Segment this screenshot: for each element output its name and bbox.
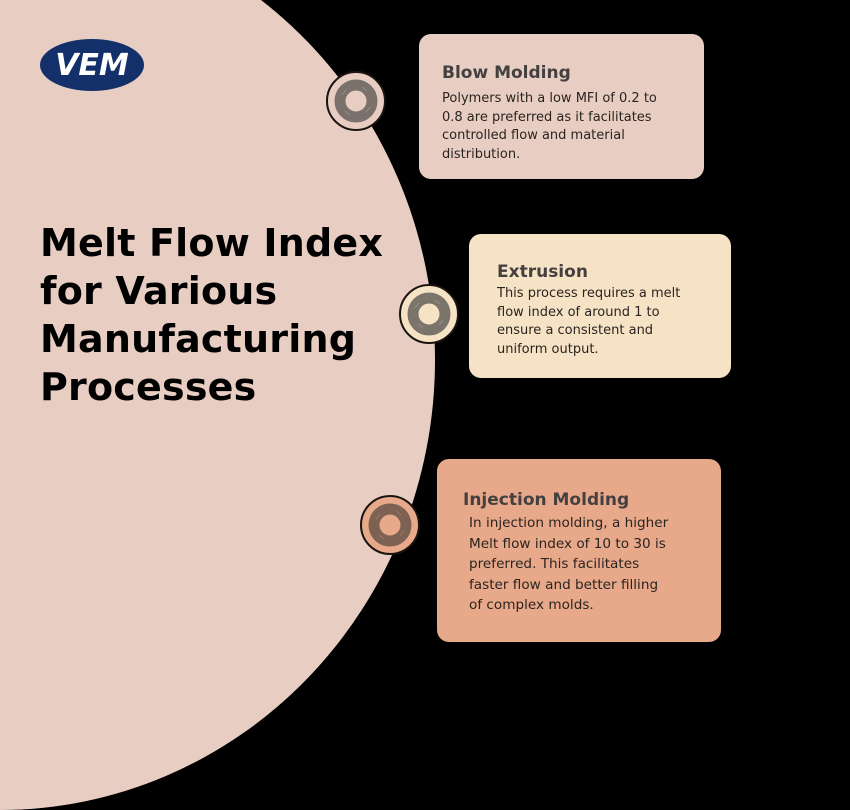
extrusion-node — [399, 284, 459, 344]
title-line: for Various — [40, 269, 278, 313]
cycle-arrows-icon — [368, 503, 412, 547]
blow-molding-node — [326, 71, 386, 131]
card-text: Polymers with a low MFI of 0.2 to 0.8 ar… — [442, 91, 657, 162]
card-text: This process requires a melt flow index … — [497, 286, 681, 357]
vem-logo: VEM — [40, 39, 144, 91]
card-heading: Extrusion — [497, 262, 588, 282]
title-line: Melt Flow Index — [40, 221, 384, 265]
card-text: In injection molding, a higher Melt flow… — [469, 515, 669, 613]
cycle-arrows-icon — [407, 292, 451, 336]
injection-molding-node — [360, 495, 420, 555]
page-title: Melt Flow Index for Various Manufacturin… — [40, 219, 420, 411]
card-heading: Blow Molding — [442, 63, 571, 83]
injection-molding-card: Injection Molding In injection molding, … — [437, 459, 721, 642]
blow-molding-card: Blow Molding Polymers with a low MFI of … — [419, 34, 704, 179]
title-line: Manufacturing — [40, 317, 357, 361]
logo-text: VEM — [55, 48, 129, 83]
cycle-arrows-icon — [334, 79, 378, 123]
extrusion-card: Extrusion This process requires a melt f… — [469, 234, 731, 378]
card-heading: Injection Molding — [463, 490, 630, 510]
title-line: Processes — [40, 365, 257, 409]
